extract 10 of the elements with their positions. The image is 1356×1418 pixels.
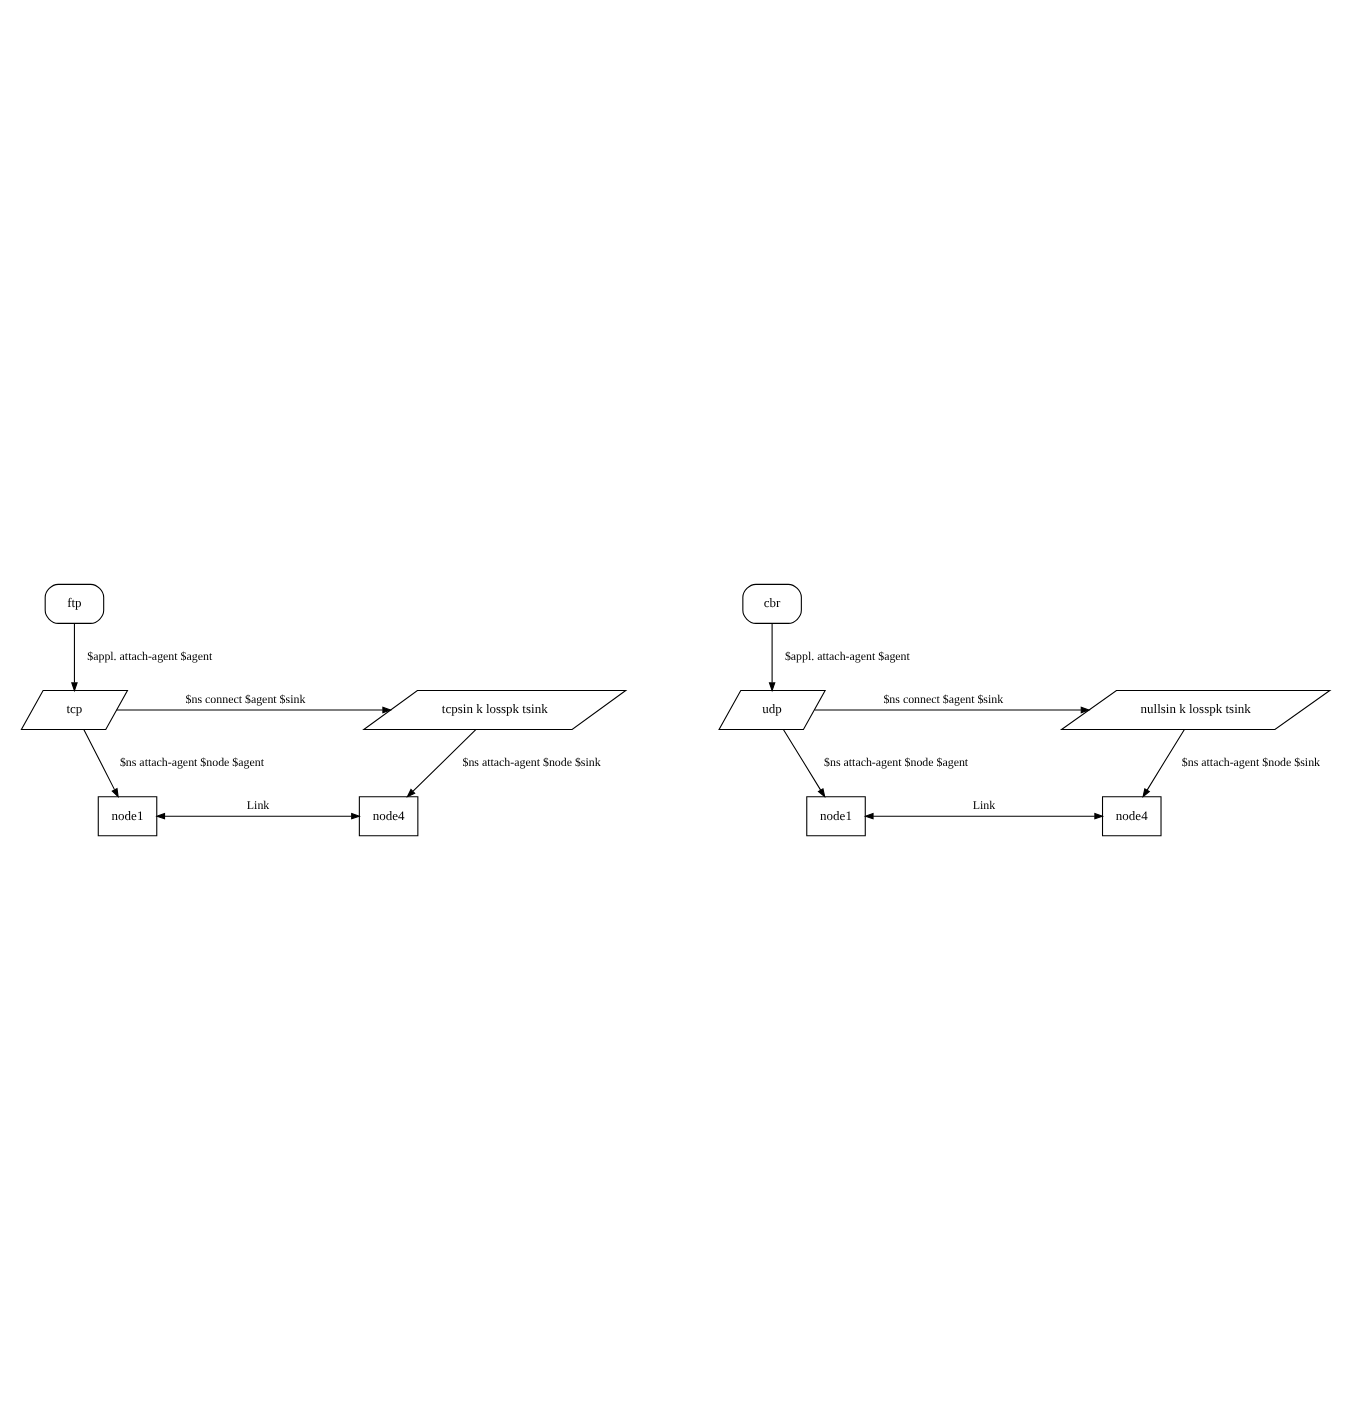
arrow bbox=[116, 705, 393, 713]
arrow bbox=[1142, 728, 1185, 798]
arrow bbox=[71, 621, 78, 692]
arrow bbox=[83, 728, 119, 798]
arrow bbox=[768, 621, 776, 692]
arrow bbox=[155, 811, 361, 819]
arrow bbox=[863, 811, 1105, 819]
arrow bbox=[783, 728, 826, 798]
arrow bbox=[406, 728, 477, 797]
arrow bbox=[814, 705, 1091, 713]
